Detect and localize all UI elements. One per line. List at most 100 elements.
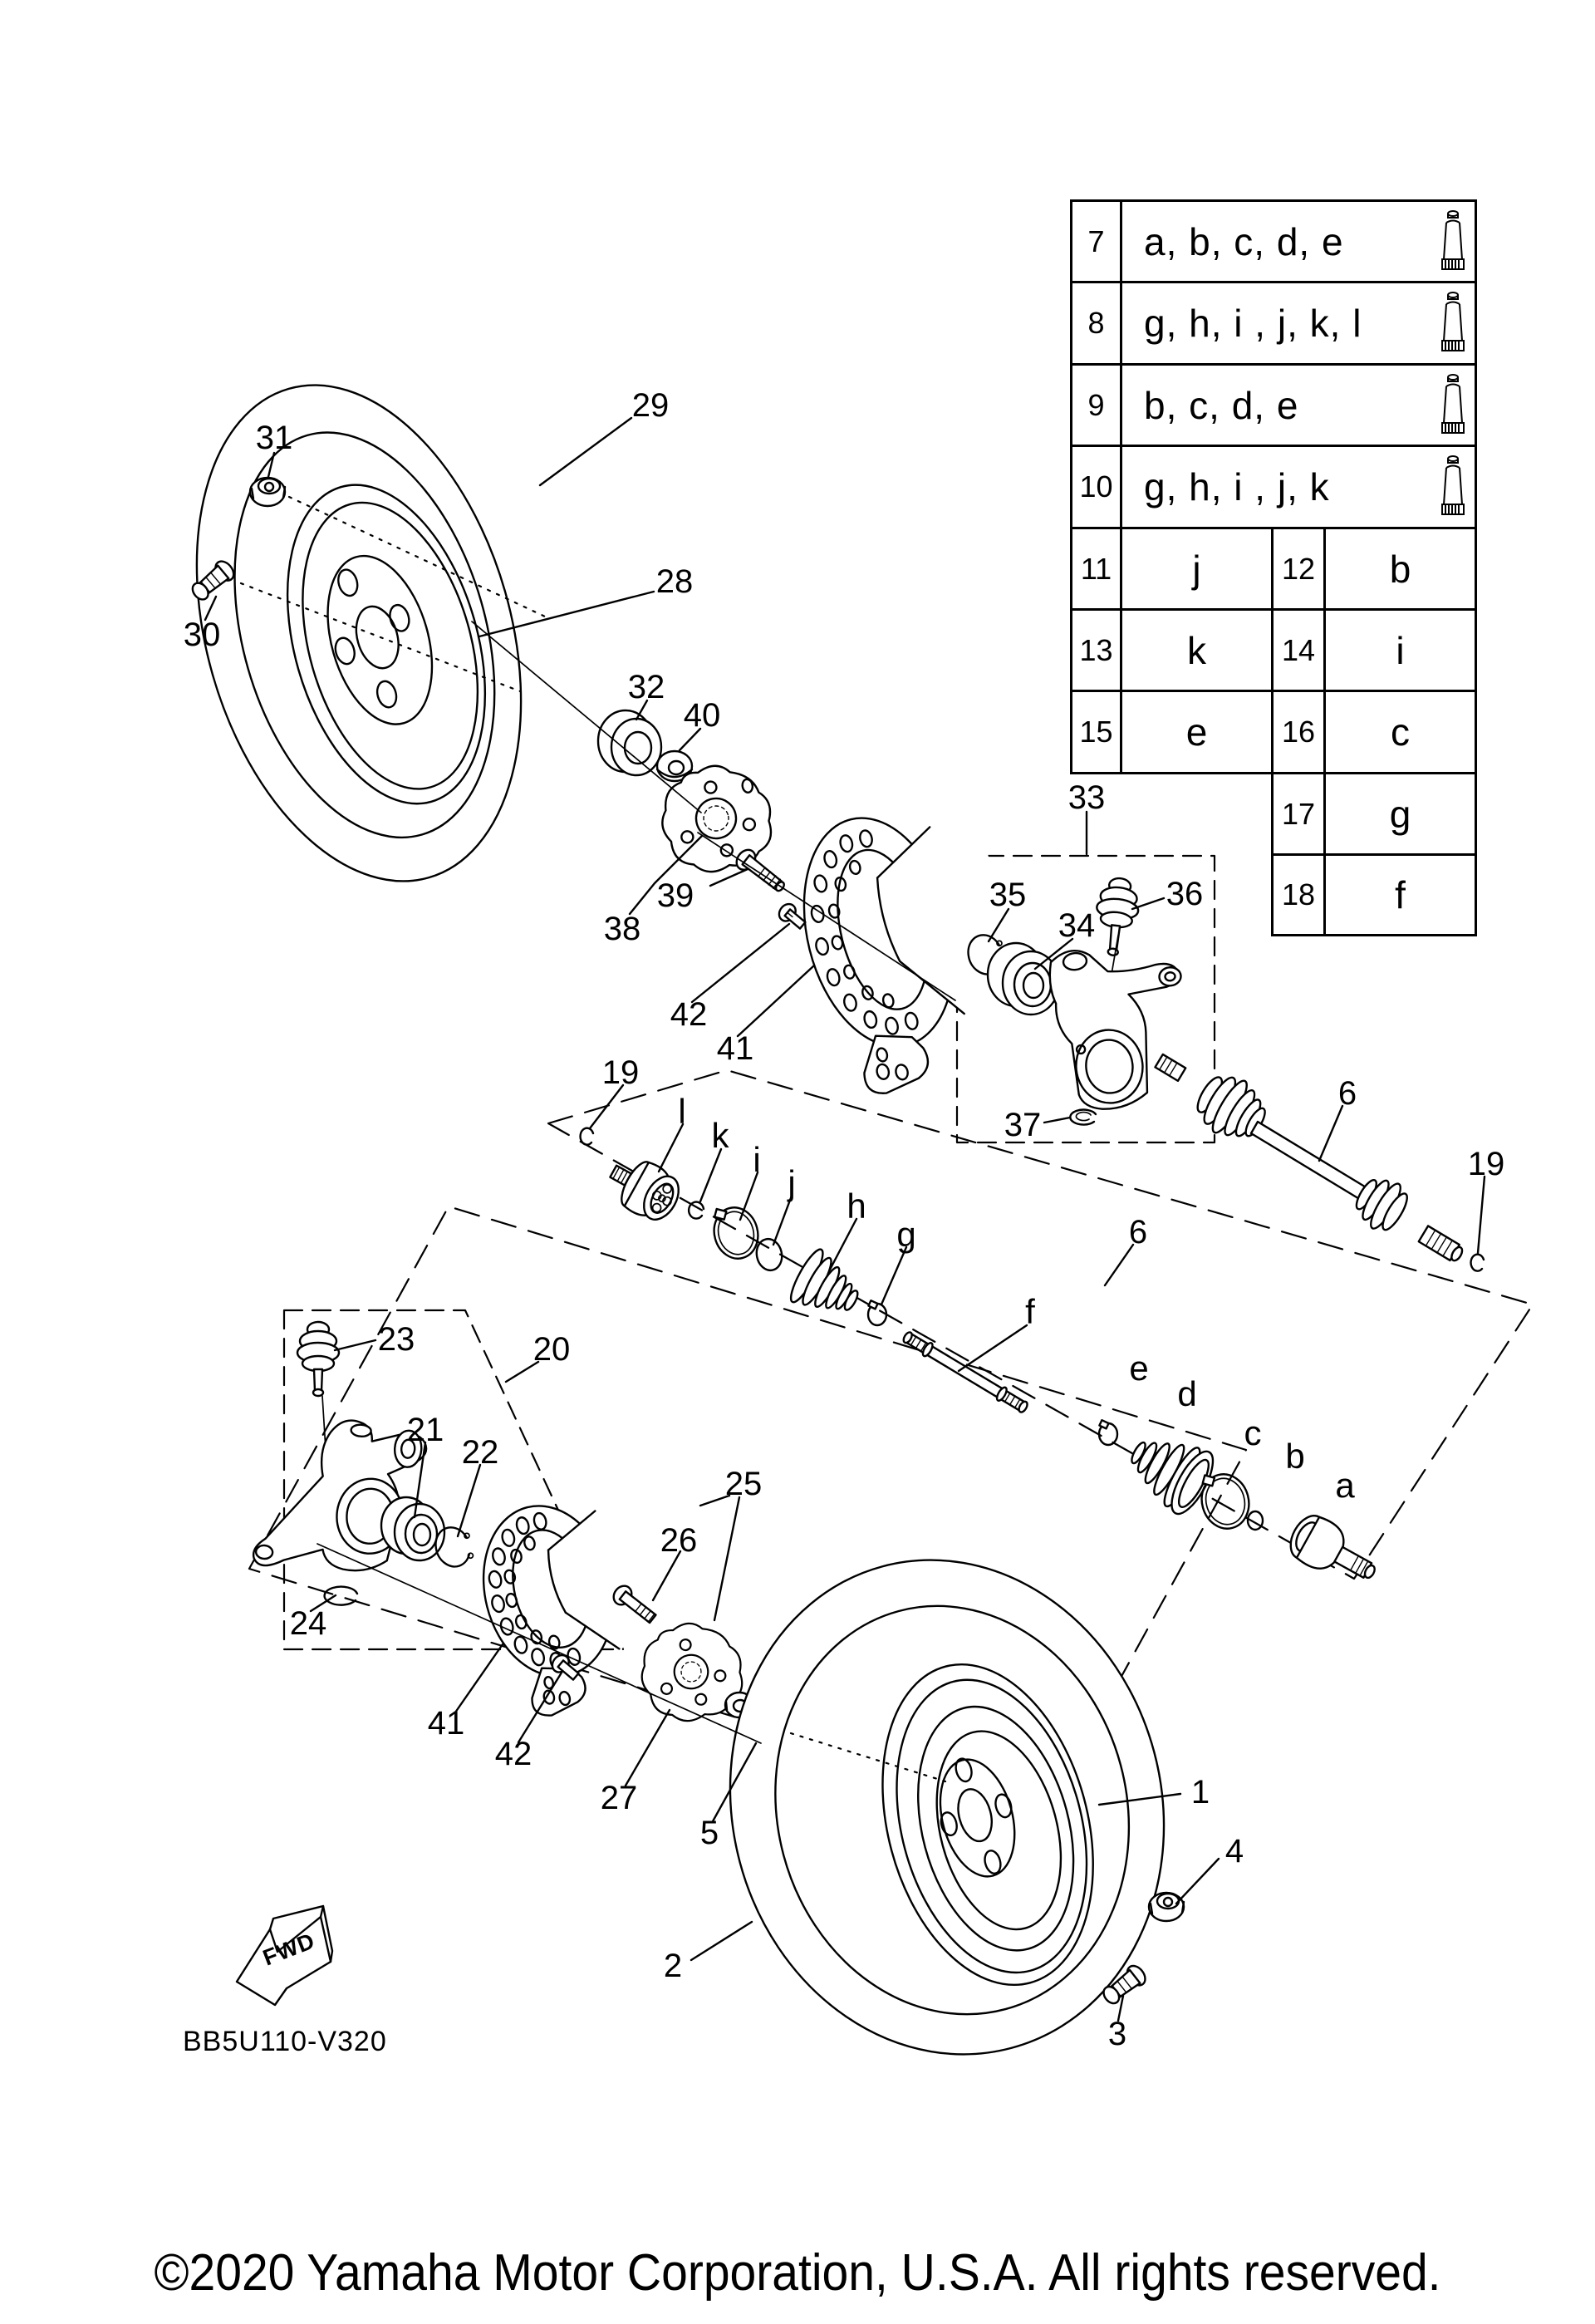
callout-24: 24 xyxy=(289,1605,327,1642)
legend-row8-text: g, h, i , j, k, l xyxy=(1144,302,1362,345)
callout-d: d xyxy=(1177,1374,1197,1413)
callout-32: 32 xyxy=(627,669,665,705)
callout-25: 25 xyxy=(724,1466,763,1502)
legend-row11-letter: j xyxy=(1120,527,1274,611)
callout-37: 37 xyxy=(1004,1107,1042,1143)
hub-38 xyxy=(661,764,773,873)
bearing-34 xyxy=(986,941,1061,1016)
callout-42-lower: 42 xyxy=(494,1736,532,1772)
legend-row14-num: 14 xyxy=(1271,608,1326,692)
callout-26: 26 xyxy=(660,1522,698,1559)
boot-d xyxy=(1131,1441,1215,1516)
callout-21: 21 xyxy=(406,1412,444,1448)
legend-row12-num: 12 xyxy=(1271,527,1326,611)
part-code: BB5U110-V320 xyxy=(183,2026,387,2057)
legend-row7-text: a, b, c, d, e xyxy=(1144,219,1344,263)
callout-3: 3 xyxy=(1107,2016,1127,2052)
legend-row7-num: 7 xyxy=(1070,199,1122,283)
clip-k xyxy=(687,1201,705,1220)
valve-stem-3 xyxy=(1102,1964,1146,2005)
callout-40: 40 xyxy=(683,697,721,734)
legend-row10-text: g, h, i , j, k xyxy=(1144,465,1330,509)
callout-22: 22 xyxy=(461,1434,499,1471)
callout-23: 23 xyxy=(377,1321,415,1358)
legend-row9-text: b, c, d, e xyxy=(1144,383,1299,427)
callout-6-right: 6 xyxy=(1337,1075,1357,1112)
legend-row15-num: 15 xyxy=(1070,690,1122,774)
callout-l: l xyxy=(678,1092,686,1131)
clamp-e xyxy=(1097,1419,1119,1447)
callout-31: 31 xyxy=(255,420,293,456)
circlip-24 xyxy=(323,1585,359,1606)
disc-guard-lower-41 xyxy=(482,1505,661,1717)
axle-6 xyxy=(1154,1053,1464,1262)
callout-j: j xyxy=(788,1163,796,1202)
callout-33: 33 xyxy=(1067,779,1106,816)
callout-c: c xyxy=(1244,1413,1262,1452)
oring-j xyxy=(755,1237,783,1272)
callout-41-lower: 41 xyxy=(427,1705,465,1742)
callout-e: e xyxy=(1129,1349,1149,1388)
circlip-19-left xyxy=(579,1127,595,1146)
callout-28: 28 xyxy=(655,563,694,600)
fwd-arrow-icon xyxy=(235,1904,334,2007)
callout-29: 29 xyxy=(631,387,670,424)
cv-inner-joint-l xyxy=(609,1161,680,1221)
legend-row17-num: 17 xyxy=(1271,772,1326,856)
leader-lines xyxy=(204,416,1486,2022)
callout-b: b xyxy=(1285,1437,1305,1476)
legend-table: 7 a, b, c, d, e 8 g, h, i , j, k, l 9 b,… xyxy=(1070,199,1477,936)
callout-36: 36 xyxy=(1166,876,1204,912)
grease-tube-icon xyxy=(1438,291,1468,356)
circlip-19-right xyxy=(1470,1253,1485,1272)
ball-joint-36 xyxy=(1096,877,1140,956)
bearing-32 xyxy=(596,709,663,777)
callout-34: 34 xyxy=(1058,907,1096,944)
lug-nut-4 xyxy=(1147,1891,1185,1923)
callout-42-upper: 42 xyxy=(670,996,708,1033)
grease-tube-icon xyxy=(1438,454,1468,519)
nut-40 xyxy=(655,749,694,783)
legend-row14-letter: i xyxy=(1323,608,1477,692)
callout-2: 2 xyxy=(663,1948,683,1984)
legend-row11-num: 11 xyxy=(1070,527,1122,611)
callout-i: i xyxy=(753,1140,761,1179)
screw-42-upper xyxy=(778,902,807,930)
callout-30: 30 xyxy=(183,617,221,653)
callout-19-right: 19 xyxy=(1467,1146,1505,1182)
legend-row15-letter: e xyxy=(1120,690,1274,774)
callout-k: k xyxy=(711,1116,729,1155)
axle-shaft-f xyxy=(902,1331,1028,1413)
callout-4: 4 xyxy=(1224,1833,1244,1870)
callout-19-left: 19 xyxy=(601,1054,640,1091)
legend-row10-letters: g, h, i , j, k xyxy=(1120,445,1477,529)
callout-27: 27 xyxy=(600,1780,638,1816)
grease-tube-icon xyxy=(1438,373,1468,438)
knuckle-33 xyxy=(1048,949,1182,1110)
boot-h xyxy=(789,1248,859,1311)
callout-g: g xyxy=(896,1215,916,1254)
valve-stem-30 xyxy=(191,560,235,601)
boot-band-i xyxy=(713,1206,759,1260)
hub-27 xyxy=(640,1622,744,1722)
legend-row18-letter: f xyxy=(1323,853,1477,936)
projection-lines xyxy=(239,495,956,1783)
disc-guard-upper-41 xyxy=(802,817,1010,1094)
wheel-bottom xyxy=(729,1559,1166,2056)
grease-tube-icon xyxy=(1438,209,1468,274)
legend-row9-letters: b, c, d, e xyxy=(1120,363,1477,447)
legend-row17-letter: g xyxy=(1323,772,1477,856)
ball-joint-23 xyxy=(296,1320,341,1398)
wheel-stud-26 xyxy=(612,1585,657,1624)
copyright-text: ©2020 Yamaha Motor Corporation, U.S.A. A… xyxy=(154,2244,1441,2302)
legend-row18-num: 18 xyxy=(1271,853,1326,936)
callout-38: 38 xyxy=(603,911,641,947)
callout-6-mid: 6 xyxy=(1128,1214,1148,1250)
callout-41-upper: 41 xyxy=(716,1030,754,1067)
screw-42-lower xyxy=(551,1653,580,1681)
boot-band-c xyxy=(1200,1473,1250,1530)
oring-b xyxy=(1246,1510,1264,1531)
legend-row13-num: 13 xyxy=(1070,608,1122,692)
